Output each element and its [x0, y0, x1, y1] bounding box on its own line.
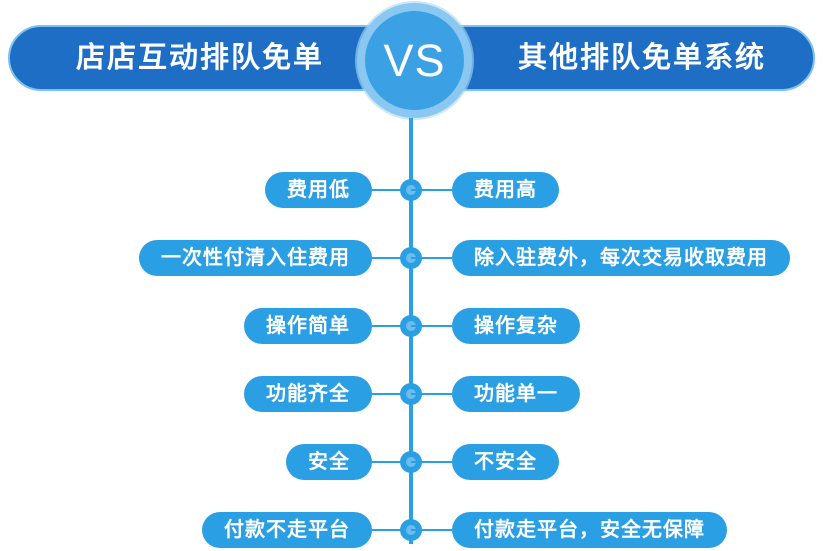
comparison-row-features: 功能齐全 功能单一: [0, 376, 823, 412]
left-connector-line: [372, 257, 411, 259]
right-feature-pill: 操作复杂: [452, 308, 580, 344]
left-feature-pill: 付款不走平台: [202, 512, 372, 548]
left-feature-pill: 功能齐全: [244, 376, 372, 412]
right-connector-line: [411, 393, 452, 395]
comparison-row-platform-payment: 付款不走平台 付款走平台，安全无保障: [0, 512, 823, 548]
left-connector-line: [372, 189, 411, 191]
left-connector-line: [372, 325, 411, 327]
comparison-row-fees: 费用低 费用高: [0, 172, 823, 208]
left-feature-pill: 费用低: [265, 172, 372, 208]
comparison-row-payment-terms: 一次性付清入住费用 除入驻费外，每次交易收取费用: [0, 240, 823, 276]
left-connector-line: [372, 529, 411, 531]
right-feature-pill: 除入驻费外，每次交易收取费用: [452, 240, 790, 276]
right-connector-line: [411, 189, 452, 191]
left-feature-pill: 一次性付清入住费用: [139, 240, 372, 276]
right-connector-line: [411, 257, 452, 259]
left-connector-line: [372, 461, 411, 463]
comparison-row-operation: 操作简单 操作复杂: [0, 308, 823, 344]
right-connector-line: [411, 529, 452, 531]
vs-badge: VS: [357, 3, 472, 118]
right-feature-pill: 费用高: [452, 172, 559, 208]
right-feature-pill: 付款走平台，安全无保障: [452, 512, 727, 548]
right-connector-line: [411, 325, 452, 327]
right-connector-line: [411, 461, 452, 463]
right-feature-pill: 不安全: [452, 444, 559, 480]
vs-badge-inner-circle: VS: [365, 11, 464, 110]
comparison-row-security: 安全 不安全: [0, 444, 823, 480]
right-system-title: 其他排队免单系统: [517, 42, 766, 74]
left-connector-line: [372, 393, 411, 395]
vs-label: VS: [383, 34, 446, 86]
right-feature-pill: 功能单一: [452, 376, 580, 412]
left-feature-pill: 安全: [286, 444, 372, 480]
left-system-title: 店店互动排队免单: [75, 42, 324, 74]
left-feature-pill: 操作简单: [244, 308, 372, 344]
